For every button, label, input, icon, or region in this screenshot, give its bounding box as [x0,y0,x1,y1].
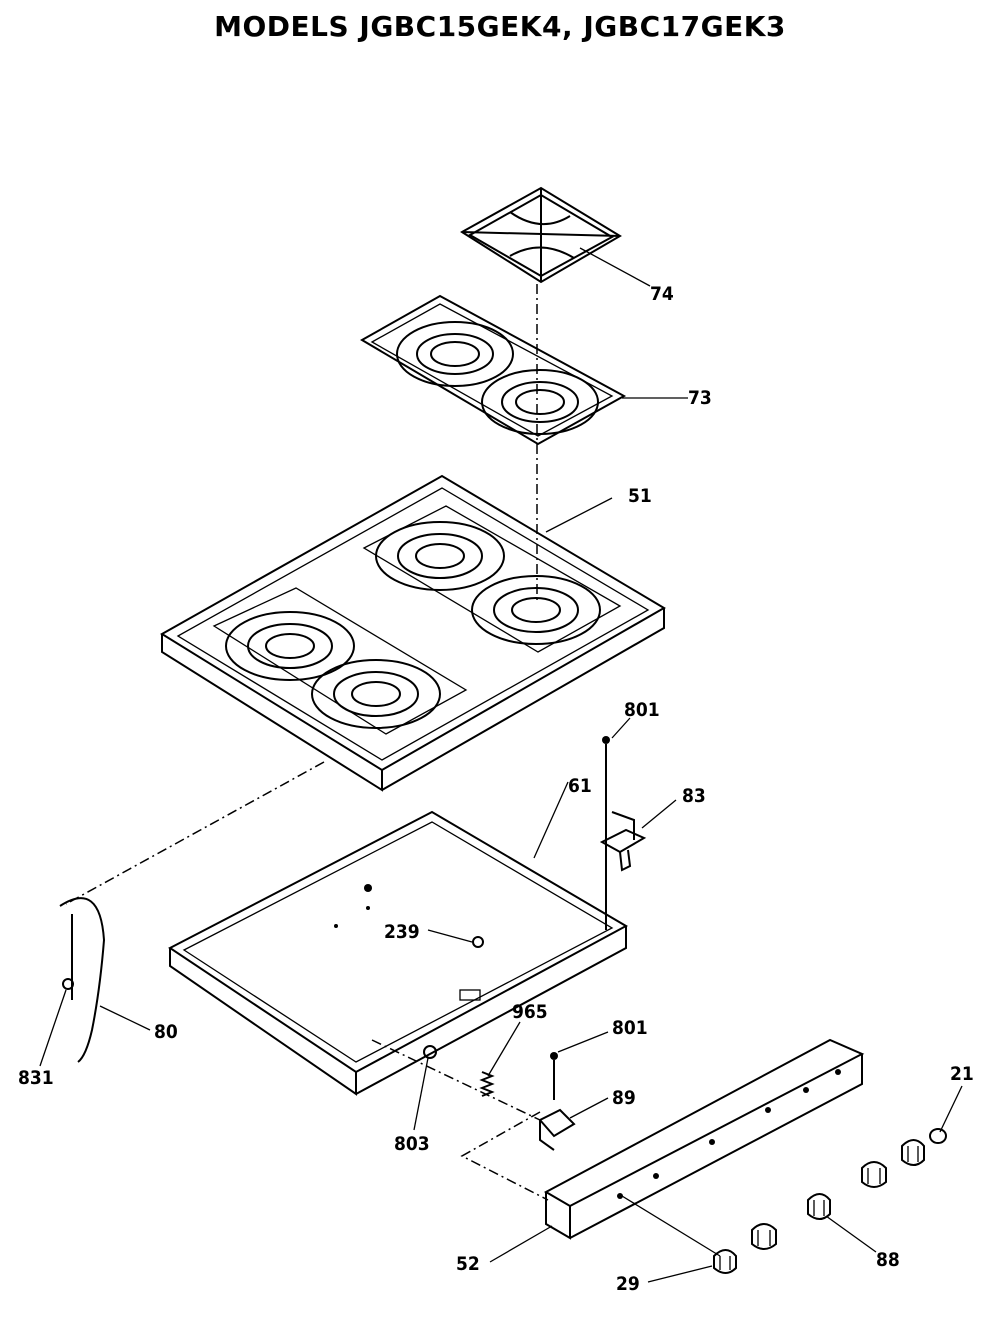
callout-74: 74 [650,283,674,305]
callout-801-lower: 801 [612,1017,648,1039]
assembly-line-mid [371,1039,541,1121]
callout-89: 89 [612,1087,636,1109]
callout-801-top: 801 [624,699,660,721]
part-89-bracket [538,1108,576,1151]
callout-80: 80 [154,1021,178,1043]
part-29-knob [713,1249,737,1274]
part-83-bracket [599,811,647,872]
callout-831: 831 [18,1067,54,1089]
callout-21: 21 [950,1063,974,1085]
part-88-knob-a [751,1223,777,1250]
part-88-knob-c [861,1161,887,1188]
part-80-tube [59,897,106,1063]
part-88-knob-b [807,1193,831,1220]
part-801-screw-top [602,736,610,930]
callout-73: 73 [688,387,712,409]
part-21-cap [929,1128,947,1144]
callout-239: 239 [384,921,420,943]
part-88-knob-d [901,1139,925,1166]
page-title: MODELS JGBC15GEK4, JGBC17GEK3 [214,10,786,43]
part-52-manifold-panel [543,1038,865,1240]
assembly-line-bottom [460,1111,549,1201]
leader-lines [39,247,963,1283]
part-61-burner-box [168,810,629,1096]
callout-803: 803 [394,1133,430,1155]
part-73-burner-top [360,294,627,446]
assembly-line-left [65,761,325,905]
part-74-grate [460,186,622,284]
part-51-cooktop [160,474,666,792]
callout-51: 51 [628,485,652,507]
callout-29: 29 [616,1273,640,1295]
callout-61: 61 [568,775,592,797]
part-965-spring [479,1071,495,1097]
part-803-nut [423,1045,437,1059]
callout-52: 52 [456,1253,480,1275]
part-801-screw-lower [550,1052,558,1100]
callout-88: 88 [876,1249,900,1271]
callout-965: 965 [512,1001,548,1023]
callout-83: 83 [682,785,706,807]
